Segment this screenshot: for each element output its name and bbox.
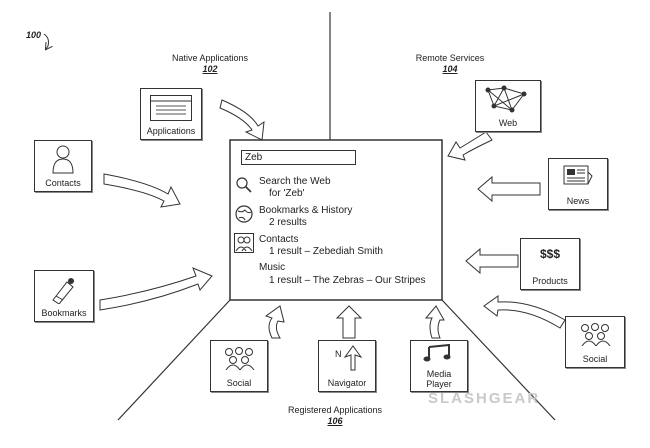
native-applications-label: Native Applications 102 xyxy=(160,53,260,75)
globe-icon xyxy=(235,205,253,223)
registered-applications-label: Registered Applications 106 xyxy=(270,405,400,427)
window-icon xyxy=(150,95,192,121)
people-icon xyxy=(234,233,254,253)
native-applications-number: 102 xyxy=(202,64,218,74)
compass-icon xyxy=(343,345,363,371)
person-icon xyxy=(52,145,74,174)
result-bookmarks-detail: 2 results xyxy=(269,217,307,228)
contacts-label: Contacts xyxy=(45,178,81,188)
social-right-box[interactable]: Social xyxy=(565,316,625,368)
arrow-applications xyxy=(219,99,265,141)
network-icon xyxy=(485,85,527,113)
navigator-box[interactable]: N Navigator xyxy=(318,340,376,392)
watermark: SLASHGEAR xyxy=(428,390,541,407)
newspaper-icon xyxy=(563,165,593,185)
remote-services-title: Remote Services xyxy=(415,53,485,63)
device-screen xyxy=(229,139,443,301)
media-player-box[interactable]: Media Player xyxy=(410,340,468,392)
social-bottom-box[interactable]: Social xyxy=(210,340,268,392)
bookmarks-box[interactable]: Bookmarks xyxy=(34,270,94,322)
group-icon xyxy=(225,347,255,370)
arrow-products xyxy=(465,247,519,275)
arrow-social-bottom xyxy=(264,305,285,339)
arrow-navigator xyxy=(335,305,363,339)
social-bottom-label: Social xyxy=(226,378,252,388)
magnifier-icon xyxy=(236,177,252,193)
media-player-label: Media Player xyxy=(411,369,467,389)
result-web-detail: for 'Zeb' xyxy=(269,188,305,199)
figure-ref-arrow xyxy=(43,33,49,49)
social-right-label: Social xyxy=(582,354,608,364)
remote-services-label: Remote Services 104 xyxy=(400,53,500,75)
web-box[interactable]: Web xyxy=(475,80,541,132)
registered-applications-title: Registered Applications xyxy=(287,405,383,415)
result-contacts-detail: 1 result – Zebediah Smith xyxy=(269,246,383,257)
applications-box[interactable]: Applications xyxy=(140,88,202,140)
result-bookmarks-title: Bookmarks & History xyxy=(259,205,353,216)
divider-line-left xyxy=(117,299,231,421)
news-label: News xyxy=(566,196,590,206)
arrow-media-player xyxy=(424,305,445,339)
arrow-social-right xyxy=(483,295,566,329)
search-input[interactable]: Zeb xyxy=(241,150,356,165)
news-box[interactable]: News xyxy=(548,158,608,210)
navigator-label: Navigator xyxy=(327,378,367,388)
group-icon xyxy=(581,323,611,346)
result-web-title: Search the Web xyxy=(259,176,331,187)
result-music-detail: 1 result – The Zebras – Our Stripes xyxy=(269,275,426,286)
media-player-label-line2: Player xyxy=(426,379,452,389)
products-label: Products xyxy=(532,276,568,286)
web-label: Web xyxy=(498,118,518,128)
arrow-contacts xyxy=(103,173,181,208)
result-music-title: Music xyxy=(259,262,286,273)
arrow-web xyxy=(447,131,493,161)
divider-line-right xyxy=(441,299,556,421)
bookmarks-label: Bookmarks xyxy=(41,308,87,318)
registered-applications-number: 106 xyxy=(327,416,343,426)
north-letter: N xyxy=(335,349,342,359)
result-contacts-title: Contacts xyxy=(259,234,299,245)
remote-services-number: 104 xyxy=(442,64,458,74)
native-applications-title: Native Applications xyxy=(171,53,249,63)
dollar-icon: $$$ xyxy=(539,247,561,261)
bookmark-icon xyxy=(52,278,74,304)
contacts-box[interactable]: Contacts xyxy=(34,140,92,192)
arrow-news xyxy=(477,175,541,203)
figure-number: 100 xyxy=(26,30,42,40)
music-note-icon xyxy=(423,344,451,362)
applications-label: Applications xyxy=(146,126,196,136)
products-box[interactable]: $$$ Products xyxy=(520,238,580,290)
arrow-bookmarks xyxy=(99,267,213,311)
media-player-label-line1: Media xyxy=(426,369,452,379)
